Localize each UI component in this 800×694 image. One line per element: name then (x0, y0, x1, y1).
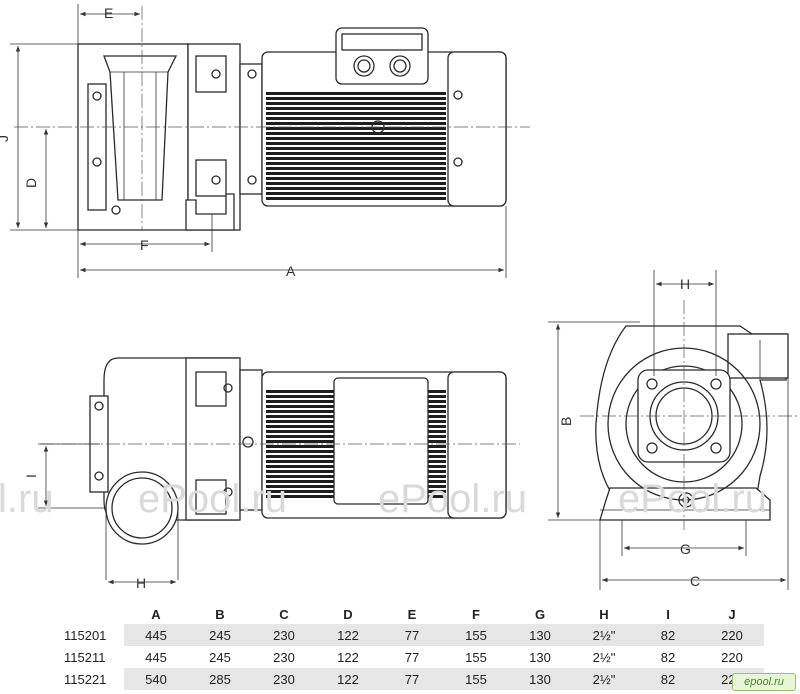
table-cell: 130 (508, 668, 572, 690)
fin (266, 97, 446, 100)
cooling-fins (266, 92, 446, 200)
table-header-model (60, 604, 124, 624)
fin (266, 172, 446, 175)
fin (266, 137, 446, 140)
watermark-1: ePool.ru (138, 477, 287, 521)
table-cell: 2½" (572, 624, 636, 646)
terminal-box (335, 27, 429, 85)
table-cell: 82 (636, 668, 700, 690)
table-cell: 245 (188, 624, 252, 646)
fin (266, 112, 446, 115)
dimension-b-label: B (558, 417, 574, 426)
fan-cover-plan (447, 371, 507, 519)
table-cell: 445 (145, 649, 167, 665)
table-cell: 122 (316, 624, 380, 646)
fin (266, 127, 446, 130)
pump-foot (185, 193, 235, 231)
fan-cover (447, 51, 507, 207)
dimension-a-label: A (286, 263, 296, 279)
dimension-e-label: E (104, 5, 113, 21)
table-cell: 130 (529, 649, 551, 665)
table-header-h: H (599, 606, 609, 622)
table-cell: 155 (465, 649, 487, 665)
table-header-row: A B C D E F G H I J (60, 604, 764, 624)
fin (266, 142, 446, 145)
site-logo: epool.ru (732, 673, 796, 691)
table-cell: 2½" (572, 668, 636, 690)
table-cell: 155 (444, 668, 508, 690)
dimension-f-label: F (140, 237, 149, 253)
fin (266, 187, 446, 190)
table-cell: 245 (209, 649, 231, 665)
table-cell: 82 (636, 624, 700, 646)
dimension-g-label: G (680, 541, 691, 557)
table-cell: 155 (444, 624, 508, 646)
watermark-3: ePool.ru (618, 477, 767, 521)
table-header-f: F (472, 606, 480, 622)
pump-technical-drawing: E J D F A (0, 4, 800, 591)
fin (266, 162, 446, 165)
table-header-e: E (407, 606, 417, 622)
model-code: 115201 (64, 627, 107, 643)
fin (266, 117, 446, 120)
table-cell: 220 (700, 624, 764, 646)
dimension-i-label: I (23, 474, 39, 478)
table-header-a: A (151, 606, 161, 622)
dimension-d-label: D (23, 178, 39, 188)
table-cell: 230 (252, 668, 316, 690)
table-cell: 2½" (592, 649, 616, 665)
table-cell: 122 (316, 668, 380, 690)
model-code: 115211 (64, 649, 106, 665)
table-cell: 77 (380, 624, 444, 646)
fin (266, 102, 446, 105)
table-header-j: J (728, 606, 736, 622)
table-row: 115211 445 245 230 122 77 155 130 2½" 82… (60, 646, 764, 668)
discharge-outlet-front (727, 333, 789, 379)
fin (266, 92, 446, 95)
table-cell: 285 (188, 668, 252, 690)
table-row: 115221 540 285 230 122 77 155 130 2½" 82… (60, 668, 764, 690)
pump-flange (87, 83, 107, 211)
fin (266, 167, 446, 170)
fin (266, 132, 446, 135)
table-header-c: C (279, 606, 289, 622)
top-side-view: E J D F A (0, 4, 530, 279)
dimension-h-label-plan: H (136, 575, 146, 591)
dimensions-table: A B C D E F G H I J 115201 445 245 230 1… (60, 604, 764, 690)
fin (266, 192, 446, 195)
table-cell: 122 (337, 649, 359, 665)
table-header-i: I (666, 606, 670, 622)
fin (266, 197, 446, 200)
watermark-2: ePool.ru (378, 477, 527, 521)
fin (266, 152, 446, 155)
front-view: H B G C (548, 270, 800, 590)
fin (266, 182, 446, 185)
fin (266, 157, 446, 160)
dimension-h-label-front: H (680, 276, 690, 292)
table-cell: 445 (124, 624, 188, 646)
table-header-b: B (215, 606, 225, 622)
dimension-c-label: C (690, 573, 700, 589)
fin (266, 147, 446, 150)
table-cell: 130 (508, 624, 572, 646)
dimension-j-label: J (0, 135, 11, 142)
table-cell: 77 (404, 649, 420, 665)
table-cell: 540 (124, 668, 188, 690)
table-row: 115201 445 245 230 122 77 155 130 2½" 82… (60, 624, 764, 646)
fin (266, 107, 446, 110)
table-header-g: G (534, 606, 546, 622)
watermark-cut: l.ru (0, 477, 54, 521)
table-header-d: D (343, 606, 353, 622)
top-plan-view: I H (23, 357, 520, 591)
table-cell: 77 (380, 668, 444, 690)
fin (266, 122, 446, 125)
table-cell: 230 (273, 649, 295, 665)
terminal-box-plan (333, 377, 429, 505)
model-code: 115221 (64, 671, 107, 687)
table-cell: 220 (721, 649, 743, 665)
fin (266, 177, 446, 180)
table-cell: 82 (660, 649, 676, 665)
table-cell: 230 (252, 624, 316, 646)
